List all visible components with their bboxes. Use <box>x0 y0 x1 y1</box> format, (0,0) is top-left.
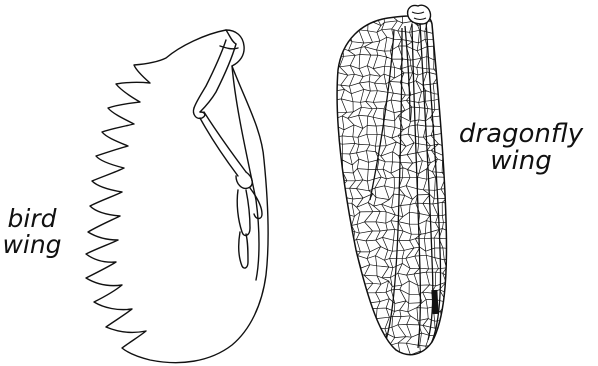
dragonfly-wing-base <box>408 5 431 24</box>
bird-wing-label-line2: wing <box>0 232 64 258</box>
dragonfly-wing-label-line2: wing <box>452 148 590 175</box>
dragonfly-wing-label-line1: dragonfly <box>452 121 590 148</box>
bird-wing-outline <box>86 30 268 363</box>
dragonfly-wing <box>334 5 453 362</box>
bird-wing-label: bird wing <box>0 206 64 259</box>
bird-wing-label-line1: bird <box>0 206 64 232</box>
dragonfly-wing-membrane <box>337 14 446 355</box>
bird-wing <box>86 30 268 363</box>
dragonfly-wing-pterostigma <box>431 290 438 314</box>
dragonfly-wing-label: dragonfly wing <box>452 121 590 176</box>
